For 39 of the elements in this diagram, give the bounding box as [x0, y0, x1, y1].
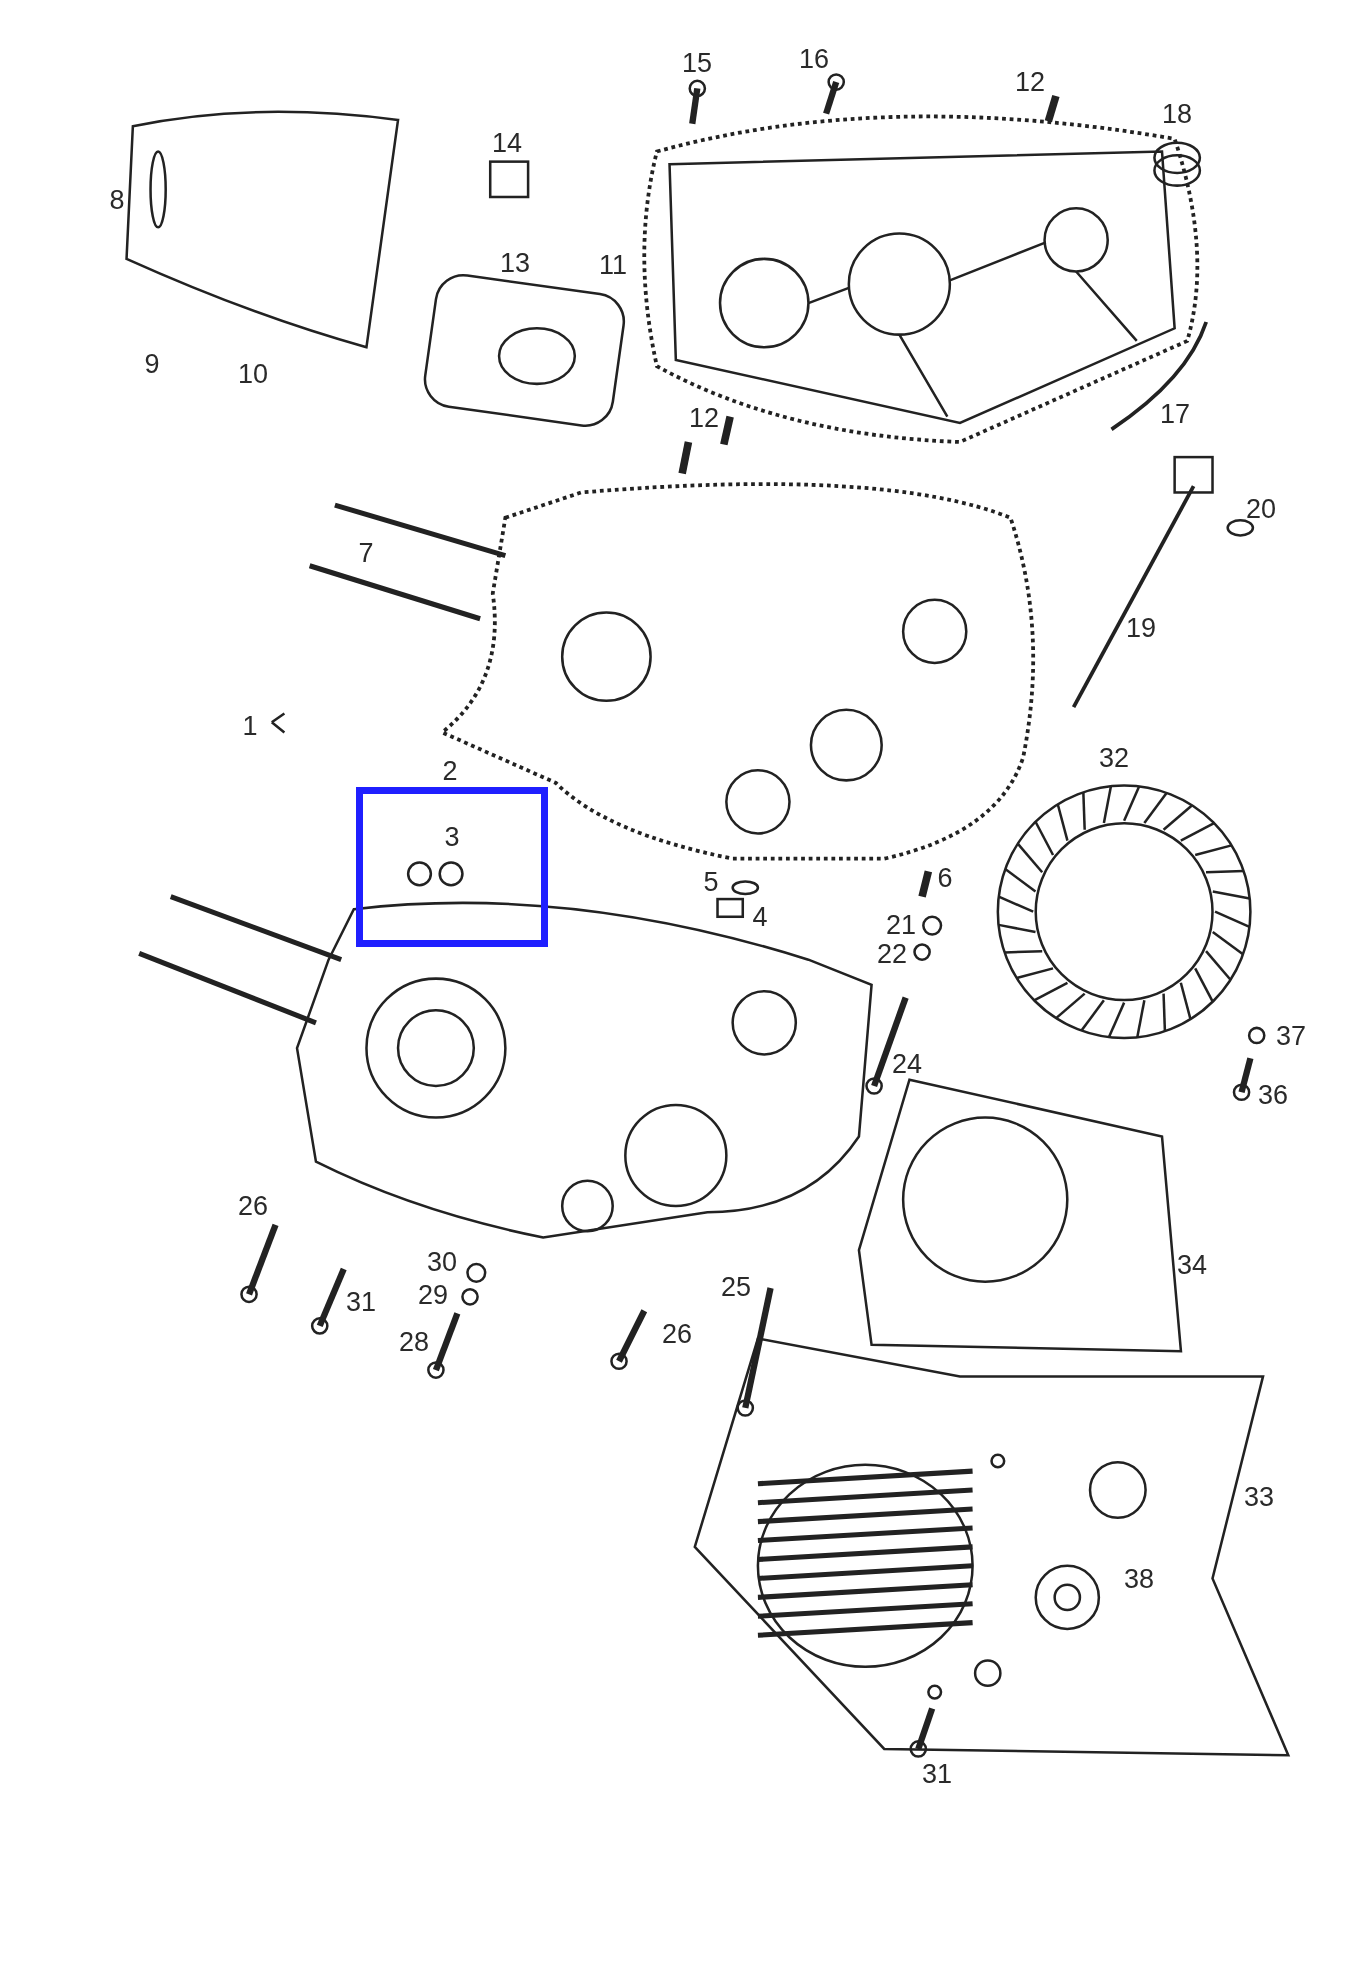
callout-number: 5	[703, 868, 719, 896]
callout-number: 26	[662, 1320, 692, 1348]
callout-number: 26	[238, 1192, 268, 1220]
callout-number: 2	[442, 757, 458, 785]
callout-number: 29	[418, 1281, 448, 1309]
callout-number: 24	[892, 1050, 922, 1078]
callout-number: 6	[937, 864, 953, 892]
callout-number: 19	[1126, 614, 1156, 642]
callout-number: 34	[1177, 1251, 1207, 1279]
callout-number: 21	[886, 911, 916, 939]
callout-number: 22	[877, 940, 907, 968]
callout-number: 38	[1124, 1565, 1154, 1593]
callout-number: 33	[1244, 1483, 1274, 1511]
callout-number: 32	[1099, 744, 1129, 772]
callout-number: 12	[1015, 68, 1045, 96]
callout-number: 10	[238, 360, 268, 388]
callout-number: 28	[399, 1328, 429, 1356]
callout-number: 12	[689, 404, 719, 432]
callout-number: 4	[752, 903, 768, 931]
callout-number: 13	[500, 249, 530, 277]
callout-number: 15	[682, 49, 712, 77]
callout-number: 1	[242, 712, 258, 740]
callout-number: 3	[444, 824, 460, 851]
callout-number: 31	[346, 1288, 376, 1316]
callout-number: 20	[1246, 495, 1276, 523]
callout-number: 8	[109, 186, 125, 214]
callout-number: 7	[358, 539, 374, 567]
highlight-box	[356, 787, 548, 947]
callout-number: 31	[922, 1760, 952, 1788]
callout-number: 9	[144, 350, 160, 378]
callout-number: 18	[1162, 100, 1192, 128]
callout-number: 37	[1276, 1022, 1306, 1050]
callout-number: 36	[1258, 1081, 1288, 1109]
callout-number: 25	[721, 1273, 751, 1301]
callout-number: 14	[492, 129, 522, 157]
callout-number: 16	[799, 45, 829, 73]
callout-number: 17	[1160, 400, 1190, 428]
callout-number: 11	[599, 251, 627, 279]
callout-number: 30	[427, 1248, 457, 1276]
